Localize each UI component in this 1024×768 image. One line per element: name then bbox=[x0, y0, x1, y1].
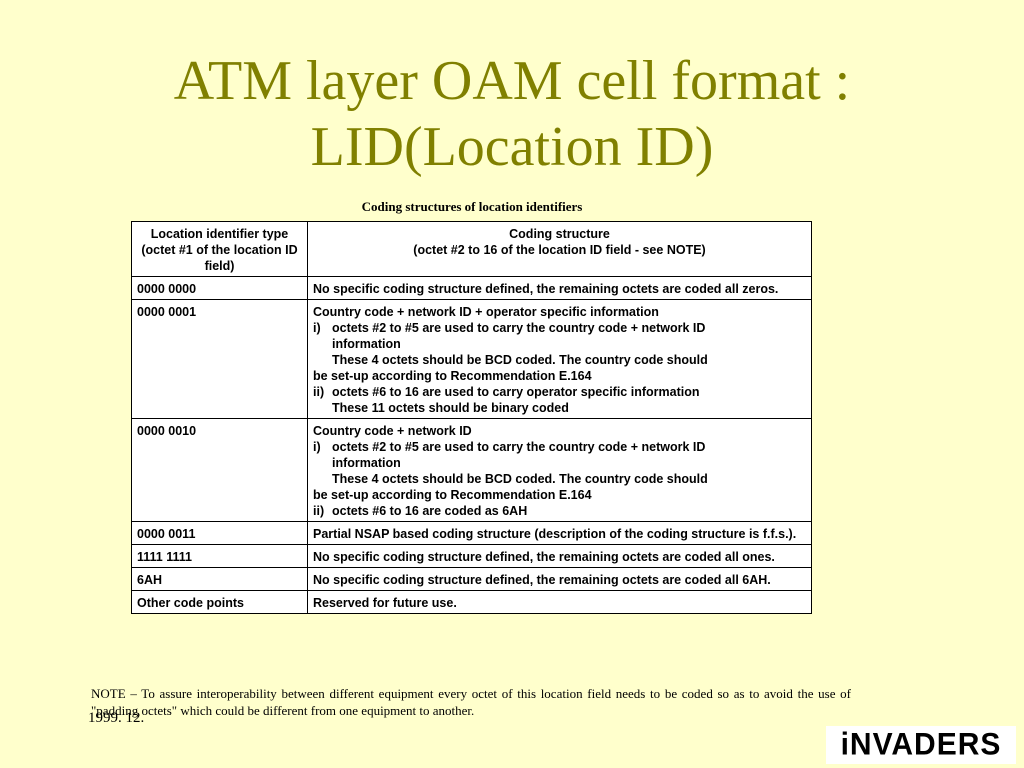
line-text: Reserved for future use. bbox=[313, 596, 457, 610]
slide-date: 1999. 12. bbox=[88, 710, 145, 726]
coding-structure-line: be set-up according to Recommendation E.… bbox=[313, 487, 806, 503]
coding-structure-description: No specific coding structure defined, th… bbox=[307, 544, 812, 568]
line-text: information bbox=[332, 337, 401, 351]
list-marker: i) bbox=[313, 321, 321, 335]
location-identifier-code: 0000 0011 bbox=[131, 521, 308, 545]
location-identifier-code: 6AH bbox=[131, 567, 308, 591]
coding-structure-line: information bbox=[313, 455, 806, 471]
line-text: octets #2 to #5 are used to carry the co… bbox=[332, 440, 706, 454]
line-text: Country code + network ID bbox=[313, 424, 472, 438]
location-identifier-code: 0000 0001 bbox=[131, 299, 308, 419]
coding-structure-line: These 11 octets should be binary coded bbox=[313, 400, 806, 416]
table-body: 0000 0000 No specific coding structure de… bbox=[131, 276, 812, 614]
table-caption: Coding structures of location identifier… bbox=[361, 199, 583, 214]
list-marker: i) bbox=[313, 440, 321, 454]
coding-structure-line: Partial NSAP based coding structure (des… bbox=[313, 526, 806, 542]
coding-structure-description: Country code + network ID i) octets #2 to … bbox=[307, 418, 812, 522]
table-header-row: Location identifier type (octet #1 of th… bbox=[131, 221, 812, 277]
coding-structure-line: ii) octets #6 to 16 are coded as 6AH bbox=[313, 503, 806, 519]
table-row: 0000 0011 Partial NSAP based coding struc… bbox=[131, 521, 812, 545]
line-text: Partial NSAP based coding structure (des… bbox=[313, 527, 797, 541]
table-row: 0000 0010 Country code + network ID i) octe… bbox=[131, 418, 812, 522]
location-identifier-code: Other code points bbox=[131, 590, 308, 614]
slide-title: ATM layer OAM cell format : LID(Location… bbox=[0, 48, 1024, 180]
footnote: NOTE – To assure interoperability betwee… bbox=[91, 686, 851, 718]
coding-structures-table: Location identifier type (octet #1 of th… bbox=[131, 221, 812, 614]
coding-structure-line: No specific coding structure defined, th… bbox=[313, 572, 806, 588]
coding-structure-line: These 4 octets should be BCD coded. The … bbox=[313, 352, 806, 368]
header-coding-structure-line-2: (octet #2 to 16 of the location ID field… bbox=[413, 243, 706, 257]
line-text: These 4 octets should be BCD coded. The … bbox=[332, 472, 708, 486]
coding-structure-line: No specific coding structure defined, th… bbox=[313, 281, 806, 297]
slide-title-line-2: LID(Location ID) bbox=[310, 116, 714, 178]
coding-structure-line: Country code + network ID bbox=[313, 423, 806, 439]
coding-structure-line: Country code + network ID + operator spe… bbox=[313, 304, 806, 320]
header-location-identifier-type: Location identifier type (octet #1 of th… bbox=[131, 221, 308, 277]
list-marker: ii) bbox=[313, 385, 325, 399]
line-text: No specific coding structure defined, th… bbox=[313, 282, 779, 296]
location-identifier-code: 1111 1111 bbox=[131, 544, 308, 568]
table-row: Other code points Reserved for future use… bbox=[131, 590, 812, 614]
location-identifier-code: 0000 0000 bbox=[131, 276, 308, 300]
slide-title-line-1: ATM layer OAM cell format : bbox=[173, 50, 851, 112]
invaders-logo-text: iNVADERS bbox=[840, 727, 1002, 762]
coding-structure-line: information bbox=[313, 336, 806, 352]
coding-structure-line: i) octets #2 to #5 are used to carry the … bbox=[313, 320, 806, 336]
location-identifier-code: 0000 0010 bbox=[131, 418, 308, 522]
line-text: be set-up according to Recommendation E.… bbox=[313, 488, 592, 502]
header-coding-structure: Coding structure (octet #2 to 16 of the … bbox=[307, 221, 812, 277]
header-coding-structure-line-1: Coding structure bbox=[509, 227, 610, 241]
coding-structure-line: No specific coding structure defined, th… bbox=[313, 549, 806, 565]
line-text: be set-up according to Recommendation E.… bbox=[313, 369, 592, 383]
line-text: These 4 octets should be BCD coded. The … bbox=[332, 353, 708, 367]
table-row: 6AH No specific coding structure defined,… bbox=[131, 567, 812, 591]
line-text: No specific coding structure defined, th… bbox=[313, 550, 775, 564]
coding-structure-line: be set-up according to Recommendation E.… bbox=[313, 368, 806, 384]
coding-structure-line: These 4 octets should be BCD coded. The … bbox=[313, 471, 806, 487]
coding-structure-line: Reserved for future use. bbox=[313, 595, 806, 611]
coding-structure-line: i) octets #2 to #5 are used to carry the … bbox=[313, 439, 806, 455]
coding-structure-line: ii) octets #6 to 16 are used to carry ope… bbox=[313, 384, 806, 400]
coding-structure-description: Reserved for future use. bbox=[307, 590, 812, 614]
line-text: octets #6 to 16 are used to carry operat… bbox=[332, 385, 700, 399]
table-row: 0000 0000 No specific coding structure de… bbox=[131, 276, 812, 300]
coding-structure-description: No specific coding structure defined, th… bbox=[307, 567, 812, 591]
table-row: 0000 0001 Country code + network ID + ope… bbox=[131, 299, 812, 419]
coding-structure-description: Partial NSAP based coding structure (des… bbox=[307, 521, 812, 545]
line-text: No specific coding structure defined, th… bbox=[313, 573, 771, 587]
line-text: octets #6 to 16 are coded as 6AH bbox=[332, 504, 528, 518]
table-row: 1111 1111 No specific coding structure de… bbox=[131, 544, 812, 568]
line-text: Country code + network ID + operator spe… bbox=[313, 305, 659, 319]
coding-structure-description: No specific coding structure defined, th… bbox=[307, 276, 812, 300]
invaders-logo: iNVADERS bbox=[826, 726, 1016, 764]
line-text: These 11 octets should be binary coded bbox=[332, 401, 569, 415]
coding-structure-description: Country code + network ID + operator spe… bbox=[307, 299, 812, 419]
list-marker: ii) bbox=[313, 504, 325, 518]
line-text: information bbox=[332, 456, 401, 470]
line-text: octets #2 to #5 are used to carry the co… bbox=[332, 321, 706, 335]
